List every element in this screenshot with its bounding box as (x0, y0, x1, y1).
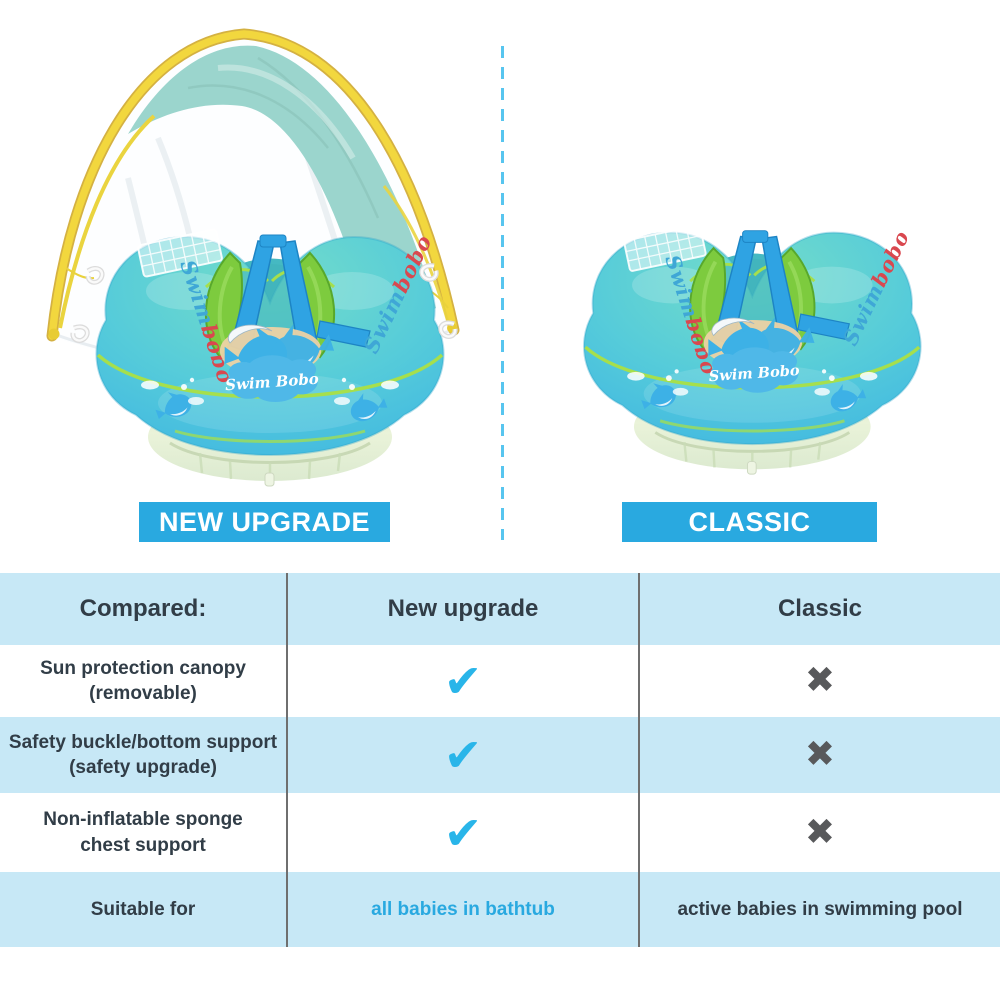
cross-icon: ✖ (640, 717, 1000, 793)
swim-float-right (584, 225, 921, 474)
row-label-buckle: Safety buckle/bottom support (safety upg… (0, 717, 288, 793)
table-header-new-upgrade: New upgrade (288, 573, 640, 645)
suitable-new-value: all babies in bathtub (288, 872, 640, 947)
badge-classic: CLASSIC (622, 502, 877, 542)
row-label-suitable: Suitable for (0, 872, 288, 947)
cross-icon: ✖ (804, 811, 836, 853)
badge-new-upgrade: NEW UPGRADE (139, 502, 390, 542)
check-icon: ✔ (288, 717, 640, 793)
table-header-classic: Classic (640, 573, 1000, 645)
row-label-canopy: Sun protection canopy (removable) (0, 645, 288, 717)
product-image-classic (552, 205, 952, 505)
suitable-classic-value: active babies in swimming pool (640, 872, 1000, 947)
row-label-sponge: Non-inflatable sponge chest support (0, 793, 288, 872)
product-image-new-upgrade (46, 28, 460, 548)
table-header-compared: Compared: (0, 573, 288, 645)
cross-icon: ✖ (804, 660, 836, 701)
check-icon: ✔ (288, 793, 640, 872)
dashed-divider (501, 46, 504, 540)
swim-float-left (96, 229, 443, 486)
check-icon: ✔ (288, 645, 640, 717)
comparison-table: Compared: New upgrade Classic Sun protec… (0, 573, 1000, 947)
